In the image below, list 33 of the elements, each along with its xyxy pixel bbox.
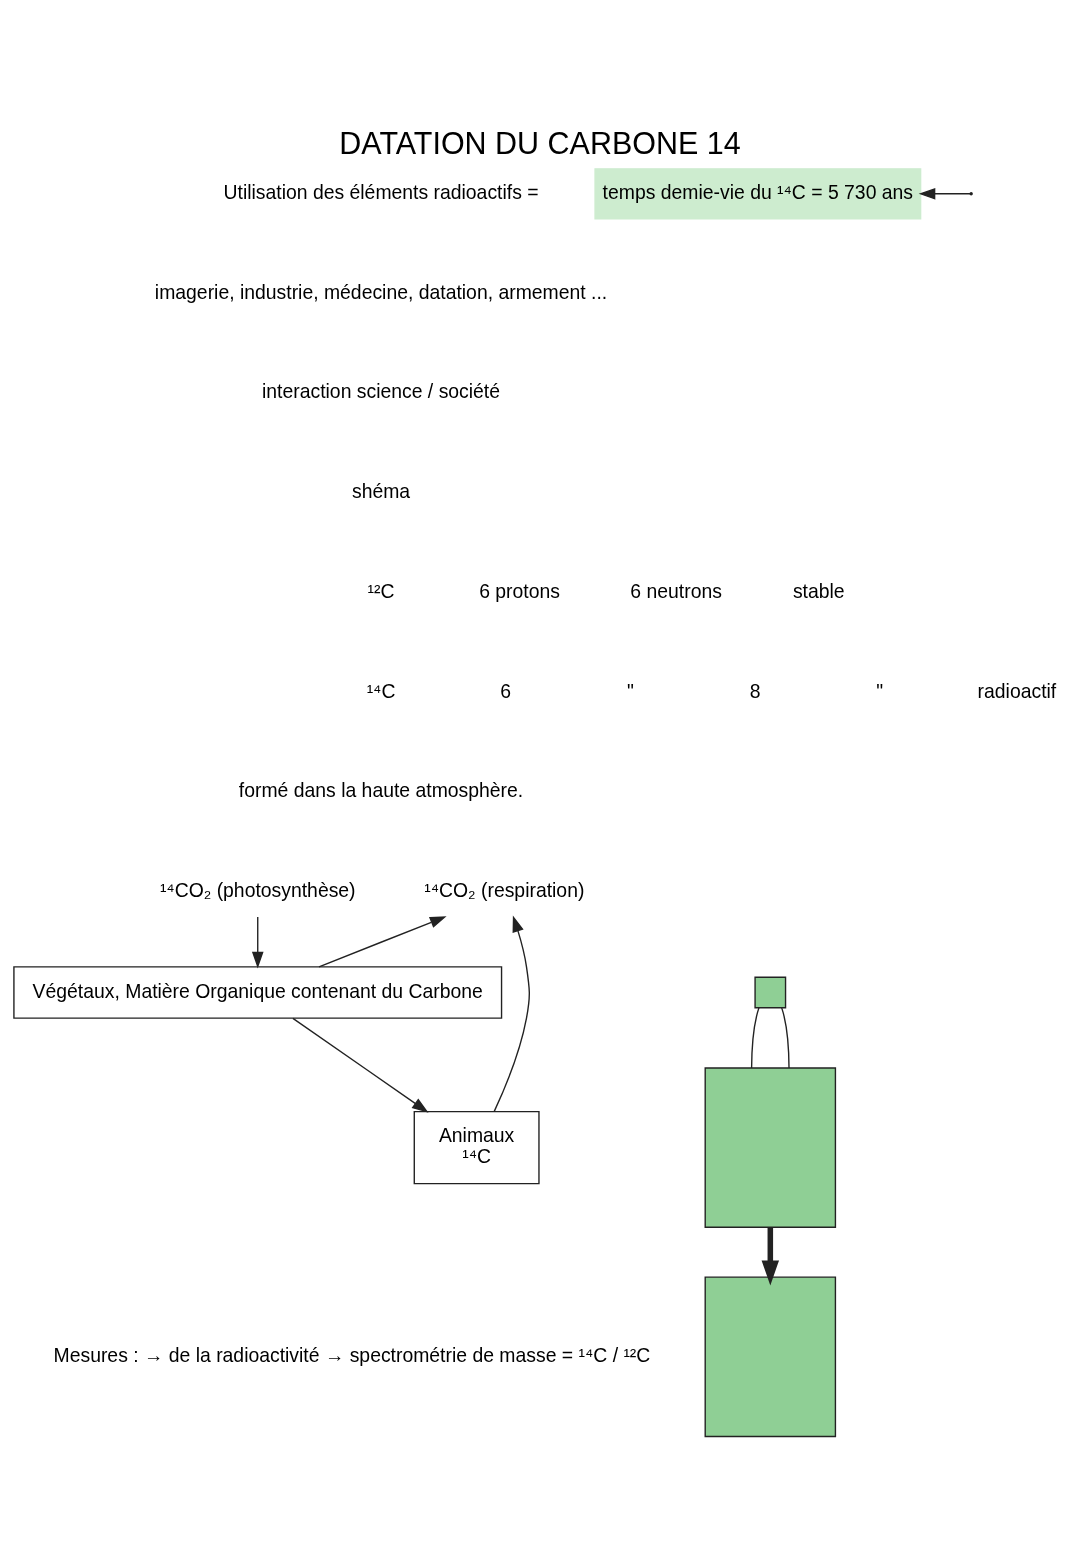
arrow bbox=[918, 188, 971, 200]
arrow bbox=[292, 1017, 429, 1113]
label: Utilisation des éléments radioactifs = bbox=[223, 180, 539, 203]
node-box bbox=[704, 1276, 837, 1438]
arrow bbox=[318, 916, 447, 968]
label: interaction science / société bbox=[262, 380, 501, 403]
node-box bbox=[754, 976, 787, 1009]
label: imagerie, industrie, médecine, datation, armement ... bbox=[154, 280, 608, 303]
label: " bbox=[626, 679, 634, 702]
arrow bbox=[251, 916, 264, 969]
node-box: temps demie-vie du ¹⁴C = 5 730 ans bbox=[594, 168, 922, 220]
node-box bbox=[704, 1067, 837, 1228]
node-text: ¹⁴CO₂ (respiration) bbox=[424, 879, 585, 902]
label: " bbox=[876, 679, 884, 702]
label: ¹⁴C bbox=[366, 679, 396, 702]
label: radioactif bbox=[977, 679, 1057, 702]
arrow bbox=[493, 915, 530, 1113]
label: ¹²C bbox=[367, 579, 395, 602]
arrow bbox=[761, 1227, 780, 1286]
label: 6 bbox=[500, 679, 512, 702]
node-box: Végétaux, Matière Organique contenant du Carbone bbox=[13, 966, 503, 1019]
connector bbox=[750, 1007, 760, 1069]
label: Mesures : → de la radioactivité → spectrométrie de masse = ¹⁴C / ¹²C bbox=[53, 1343, 651, 1366]
node-box: Animaux ¹⁴C bbox=[413, 1110, 540, 1185]
label: stable bbox=[792, 579, 845, 602]
label: 6 neutrons bbox=[630, 579, 722, 602]
label: 8 bbox=[749, 679, 761, 702]
diagram-title: DATATION DU CARBONE 14 bbox=[339, 126, 741, 161]
node-text: ¹⁴CO₂ (photosynthèse) bbox=[159, 879, 356, 902]
label: formé dans la haute atmosphère. bbox=[238, 779, 524, 802]
label: shéma bbox=[351, 480, 411, 503]
label: 6 protons bbox=[479, 579, 560, 602]
connector bbox=[781, 1007, 790, 1069]
